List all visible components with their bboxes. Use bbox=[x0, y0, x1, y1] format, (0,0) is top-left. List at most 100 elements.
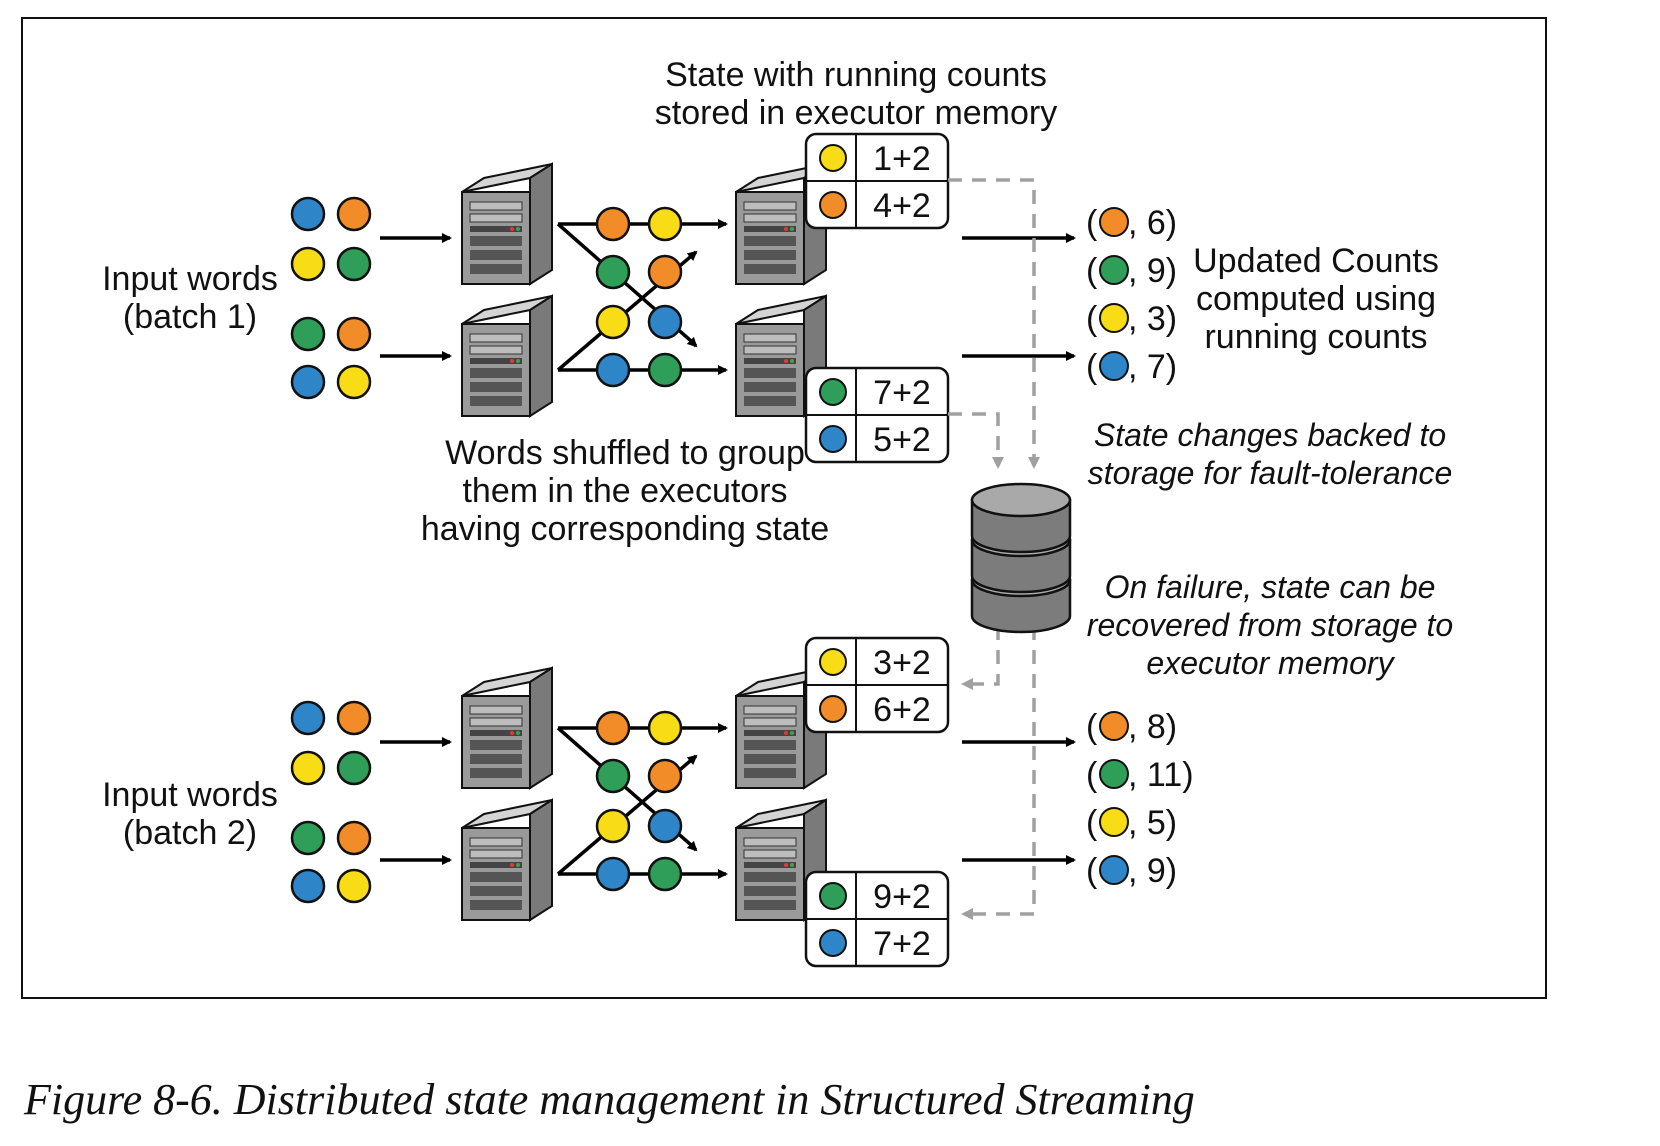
output-count: , 11) bbox=[1128, 756, 1194, 794]
green-word-dot bbox=[336, 750, 372, 786]
shuffle-label-line2: them in the executors bbox=[462, 472, 787, 510]
green-word-dot bbox=[290, 316, 326, 352]
state-count-value: 5+2 bbox=[873, 421, 931, 459]
failure-note-line2: recovered from storage to bbox=[1087, 607, 1453, 643]
orange-word-dot bbox=[336, 700, 372, 736]
yellow-word-dot bbox=[336, 364, 372, 400]
yellow-word-dot bbox=[647, 710, 683, 746]
figure-caption: Figure 8-6. Distributed state management… bbox=[24, 1075, 1195, 1124]
green-word-dot bbox=[595, 758, 631, 794]
state-table-1: 1+24+2 bbox=[804, 132, 950, 230]
orange-word-dot bbox=[595, 206, 631, 242]
shuffle-label-line3: having corresponding state bbox=[421, 510, 829, 548]
green-output-dot bbox=[1099, 759, 1129, 789]
yellow-word-dot bbox=[290, 246, 326, 282]
state-table-3: 3+26+2 bbox=[804, 636, 950, 734]
state-count-value: 1+2 bbox=[873, 140, 931, 178]
green-output-dot bbox=[1099, 255, 1129, 285]
state-count-value: 7+2 bbox=[873, 374, 931, 412]
input-server-icon bbox=[461, 295, 553, 417]
blue-word-dot bbox=[595, 856, 631, 892]
blue-state-key-dot bbox=[819, 425, 847, 453]
yellow-output-dot bbox=[1099, 807, 1129, 837]
orange-state-key-dot bbox=[819, 191, 847, 219]
state-count-value: 6+2 bbox=[873, 691, 931, 729]
blue-output-dot bbox=[1099, 351, 1129, 381]
storage-layer bbox=[948, 178, 1072, 920]
output-open-paren: ( bbox=[1086, 852, 1098, 890]
database-disk-top bbox=[970, 482, 1072, 518]
state-count-value: 9+2 bbox=[873, 878, 931, 916]
input-batch2-label-line1: Input words bbox=[102, 776, 278, 814]
green-word-dot bbox=[595, 254, 631, 290]
input-server-icon bbox=[461, 163, 553, 285]
yellow-state-key-dot bbox=[819, 144, 847, 172]
input-batch1-label-line1: Input words bbox=[102, 260, 278, 298]
batch-1: 1+24+27+25+2(, 6)(, 9)(, 3)(, 7) bbox=[290, 132, 1177, 464]
backed-note-line2: storage for fault-tolerance bbox=[1088, 455, 1453, 491]
yellow-word-dot bbox=[595, 304, 631, 340]
output-count: , 7) bbox=[1128, 348, 1177, 386]
input-batch2-label-line2: (batch 2) bbox=[123, 814, 257, 852]
orange-word-dot bbox=[647, 758, 683, 794]
green-word-dot bbox=[647, 352, 683, 388]
orange-word-dot bbox=[336, 316, 372, 352]
orange-word-dot bbox=[336, 820, 372, 856]
blue-output-dot bbox=[1099, 855, 1129, 885]
updated-counts-line3: running counts bbox=[1204, 318, 1427, 356]
backup-dashed-arrow bbox=[948, 178, 1040, 469]
output-count: , 5) bbox=[1128, 804, 1177, 842]
output-open-paren: ( bbox=[1086, 204, 1098, 242]
orange-output-dot bbox=[1099, 711, 1129, 741]
green-state-key-dot bbox=[819, 378, 847, 406]
yellow-output-dot bbox=[1099, 303, 1129, 333]
input-server-icon bbox=[461, 667, 553, 789]
orange-word-dot bbox=[595, 710, 631, 746]
output-count: , 6) bbox=[1128, 204, 1177, 242]
output-count: , 9) bbox=[1128, 852, 1177, 890]
backup-dashed-arrow bbox=[948, 412, 1004, 469]
state-count-value: 7+2 bbox=[873, 925, 931, 963]
orange-state-key-dot bbox=[819, 695, 847, 723]
output-open-paren: ( bbox=[1086, 252, 1098, 290]
blue-word-dot bbox=[595, 352, 631, 388]
output-count: , 9) bbox=[1128, 252, 1177, 290]
failure-note-line3: executor memory bbox=[1146, 645, 1395, 681]
shuffle-label-line1: Words shuffled to group bbox=[445, 434, 805, 472]
yellow-word-dot bbox=[336, 868, 372, 904]
blue-word-dot bbox=[290, 364, 326, 400]
failure-note-line1: On failure, state can be bbox=[1105, 569, 1436, 605]
input-server-icon bbox=[461, 799, 553, 921]
state-table-4: 9+27+2 bbox=[804, 870, 950, 968]
state-title-line1: State with running counts bbox=[665, 56, 1047, 94]
blue-word-dot bbox=[290, 196, 326, 232]
yellow-word-dot bbox=[647, 206, 683, 242]
recovery-dashed-arrow bbox=[961, 626, 1000, 690]
orange-output-dot bbox=[1099, 207, 1129, 237]
blue-word-dot bbox=[647, 808, 683, 844]
green-word-dot bbox=[336, 246, 372, 282]
recovery-dashed-arrow bbox=[961, 626, 1036, 920]
yellow-state-key-dot bbox=[819, 648, 847, 676]
orange-word-dot bbox=[647, 254, 683, 290]
green-state-key-dot bbox=[819, 882, 847, 910]
orange-word-dot bbox=[336, 196, 372, 232]
figure-frame bbox=[21, 17, 1547, 999]
output-open-paren: ( bbox=[1086, 348, 1098, 386]
output-open-paren: ( bbox=[1086, 708, 1098, 746]
input-batch1-label-line2: (batch 1) bbox=[123, 298, 257, 336]
blue-word-dot bbox=[290, 700, 326, 736]
yellow-word-dot bbox=[290, 750, 326, 786]
output-count: , 3) bbox=[1128, 300, 1177, 338]
updated-counts-line2: computed using bbox=[1196, 280, 1436, 318]
green-word-dot bbox=[647, 856, 683, 892]
blue-state-key-dot bbox=[819, 929, 847, 957]
backed-note-line1: State changes backed to bbox=[1094, 417, 1446, 453]
yellow-word-dot bbox=[595, 808, 631, 844]
blue-word-dot bbox=[647, 304, 683, 340]
green-word-dot bbox=[290, 820, 326, 856]
state-table-2: 7+25+2 bbox=[804, 366, 950, 464]
database-icon bbox=[970, 482, 1072, 634]
state-count-value: 4+2 bbox=[873, 187, 931, 225]
